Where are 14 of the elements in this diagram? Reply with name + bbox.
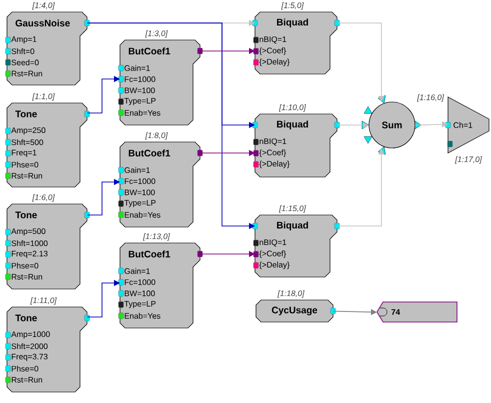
block-id-label: [1:17,0] <box>455 156 482 164</box>
block-id-label: [1:3,0] <box>145 30 168 38</box>
block-id-label: [1:15,0] <box>279 205 306 213</box>
block-id-label: [1:18,0] <box>278 290 304 298</box>
block-id-label: [1:10,0] <box>279 104 306 112</box>
block-id-label: [1:5,0] <box>281 2 304 10</box>
block-id-label: [1:1,0] <box>32 93 55 101</box>
block-id-label: [1:16,0] <box>417 94 444 102</box>
block-id-label: [1:8,0] <box>145 132 168 140</box>
block-id-label: [1:6,0] <box>32 194 55 202</box>
value-readout: 74 <box>392 309 400 315</box>
block-id-label: [1:4,0] <box>32 2 55 10</box>
block-id-label: [1:11,0] <box>30 297 57 305</box>
block-id-label: [1:13,0] <box>143 233 170 241</box>
